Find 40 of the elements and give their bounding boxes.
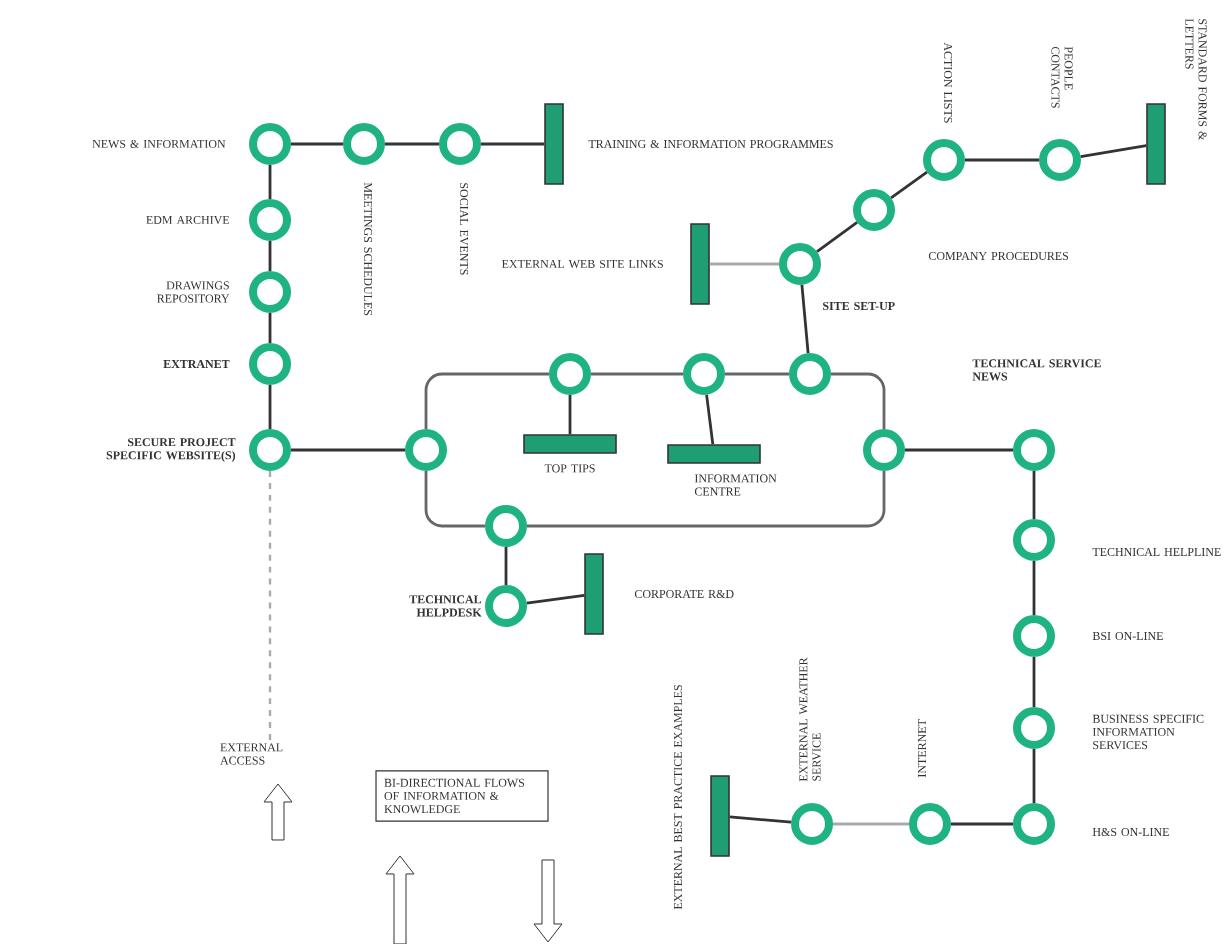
route-line bbox=[291, 448, 405, 452]
station-ring bbox=[1013, 429, 1055, 471]
route-line bbox=[965, 158, 1039, 162]
route-line bbox=[1032, 471, 1036, 519]
station-ring bbox=[789, 353, 831, 395]
dashed-line bbox=[268, 471, 272, 741]
route-line bbox=[1032, 749, 1036, 803]
route-line bbox=[424, 471, 485, 528]
station-ring bbox=[683, 353, 725, 395]
route-line bbox=[291, 142, 343, 146]
route-line bbox=[481, 142, 545, 146]
route-line bbox=[890, 171, 928, 199]
route-line bbox=[268, 313, 272, 343]
station-ring bbox=[549, 353, 591, 395]
route-line bbox=[1032, 561, 1036, 615]
route-line bbox=[504, 547, 508, 585]
route-line bbox=[527, 471, 886, 528]
route-line bbox=[951, 822, 1013, 826]
route-line bbox=[424, 372, 549, 429]
route-line bbox=[591, 372, 683, 376]
station-ring bbox=[405, 429, 447, 471]
route-line bbox=[725, 372, 789, 376]
route-line bbox=[568, 395, 572, 435]
route-line bbox=[816, 221, 858, 253]
route-line bbox=[268, 385, 272, 429]
route-line bbox=[800, 284, 810, 354]
route-line bbox=[1032, 657, 1036, 707]
station-ring bbox=[863, 429, 905, 471]
station-ring bbox=[485, 505, 527, 547]
route-line bbox=[268, 241, 272, 271]
route-line bbox=[1080, 144, 1147, 158]
route-line bbox=[705, 394, 715, 445]
route-line bbox=[833, 822, 909, 826]
route-line bbox=[709, 262, 779, 266]
route-line bbox=[729, 815, 792, 824]
route-line bbox=[268, 165, 272, 199]
route-line bbox=[905, 448, 1013, 452]
route-line bbox=[831, 372, 886, 429]
route-line bbox=[385, 142, 439, 146]
route-line bbox=[526, 593, 585, 605]
